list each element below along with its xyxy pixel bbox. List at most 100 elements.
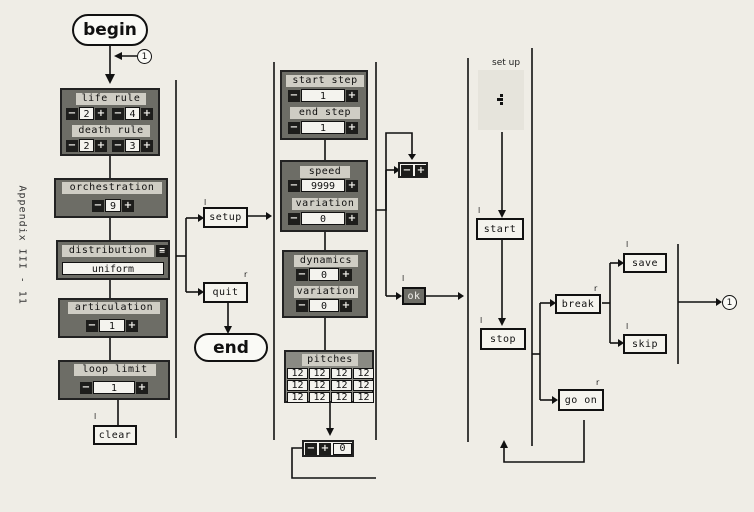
pitch-stepper-plus[interactable]: + xyxy=(319,443,331,455)
variation-1-value: 0 xyxy=(301,212,345,225)
pitch-cell[interactable]: 12 xyxy=(331,368,352,379)
variation-1-plus[interactable]: + xyxy=(346,213,358,225)
pitch-cell[interactable]: 12 xyxy=(353,368,374,379)
end-terminal: end xyxy=(194,333,268,362)
death-rule-value-1: 2 xyxy=(79,139,94,152)
start-step-value: 1 xyxy=(301,89,345,102)
setup-area xyxy=(478,70,524,130)
life-rule-plus-2[interactable]: + xyxy=(141,108,153,120)
articulation-title: articulation xyxy=(68,302,160,314)
start-step-plus[interactable]: + xyxy=(346,90,358,102)
articulation-minus[interactable]: − xyxy=(86,320,98,332)
dynamics-title: dynamics xyxy=(294,255,358,267)
start-button[interactable]: start xyxy=(476,218,524,240)
clear-l-mark: l xyxy=(94,412,97,421)
end-step-title: end step xyxy=(290,107,360,119)
death-rule-minus-2[interactable]: − xyxy=(112,140,124,152)
orchestration-title: orchestration xyxy=(62,182,162,194)
orchestration-plus[interactable]: + xyxy=(122,200,134,212)
loop-limit-title: loop limit xyxy=(74,364,156,376)
life-rule-minus-1[interactable]: − xyxy=(66,108,78,120)
start-step-title: start step xyxy=(286,75,364,87)
pitch-cell[interactable]: 12 xyxy=(287,392,308,403)
go-on-r-mark: r xyxy=(596,378,600,387)
variation-2-title: variation xyxy=(294,286,358,298)
orchestration-minus[interactable]: − xyxy=(92,200,104,212)
step-stepper-minus[interactable]: − xyxy=(401,165,413,177)
loop-limit-minus[interactable]: − xyxy=(80,382,92,394)
go-on-button[interactable]: go on xyxy=(558,389,604,411)
step-panel: start step − 1 + end step − 1 + xyxy=(280,70,368,140)
dynamics-plus[interactable]: + xyxy=(340,269,352,281)
save-button[interactable]: save xyxy=(623,253,667,273)
speed-value: 9999 xyxy=(301,179,345,192)
loop-limit-panel: loop limit − 1 + xyxy=(58,360,170,400)
life-rule-title: life rule xyxy=(76,93,146,105)
life-rule-minus-2[interactable]: − xyxy=(112,108,124,120)
death-rule-plus-2[interactable]: + xyxy=(141,140,153,152)
life-rule-value-2: 4 xyxy=(125,107,140,120)
distribution-menu-icon[interactable]: ≡ xyxy=(156,245,168,257)
pitch-cell[interactable]: 12 xyxy=(309,380,330,391)
distribution-title: distribution xyxy=(62,245,154,257)
end-step-plus[interactable]: + xyxy=(346,122,358,134)
pitch-cell[interactable]: 12 xyxy=(287,380,308,391)
skip-button[interactable]: skip xyxy=(623,334,667,354)
setup-l-mark: l xyxy=(204,198,207,207)
death-rule-value-2: 3 xyxy=(125,139,140,152)
pitch-cell[interactable]: 12 xyxy=(287,368,308,379)
save-l-mark: l xyxy=(626,240,629,249)
pitch-cell[interactable]: 12 xyxy=(331,380,352,391)
ok-l-mark: l xyxy=(402,274,405,283)
speed-plus[interactable]: + xyxy=(346,180,358,192)
life-rule-plus-1[interactable]: + xyxy=(95,108,107,120)
ok-button[interactable]: ok xyxy=(402,287,426,305)
pitch-cell[interactable]: 12 xyxy=(331,392,352,403)
dynamics-value: 0 xyxy=(309,268,339,281)
step-stepper-plus[interactable]: + xyxy=(415,165,427,177)
variation-2-minus[interactable]: − xyxy=(296,300,308,312)
speed-minus[interactable]: − xyxy=(288,180,300,192)
pitch-stepper-minus[interactable]: − xyxy=(305,443,317,455)
dynamics-panel: dynamics − 0 + variation − 0 + xyxy=(282,250,368,318)
articulation-plus[interactable]: + xyxy=(126,320,138,332)
pitch-cell[interactable]: 12 xyxy=(353,380,374,391)
start-l-mark: l xyxy=(478,206,481,215)
begin-terminal: begin xyxy=(72,14,148,46)
death-rule-minus-1[interactable]: − xyxy=(66,140,78,152)
pitch-stepper-value: 0 xyxy=(333,443,352,455)
death-rule-title: death rule xyxy=(72,125,150,137)
pitch-cell[interactable]: 12 xyxy=(353,392,374,403)
dynamics-minus[interactable]: − xyxy=(296,269,308,281)
stop-button[interactable]: stop xyxy=(480,328,526,350)
pitch-cell[interactable]: 12 xyxy=(309,368,330,379)
stop-l-mark: l xyxy=(480,316,483,325)
pitches-title: pitches xyxy=(302,354,358,366)
quit-button[interactable]: quit xyxy=(203,282,248,303)
connector-1-out: 1 xyxy=(722,295,737,310)
start-step-minus[interactable]: − xyxy=(288,90,300,102)
orchestration-value: 9 xyxy=(105,199,121,212)
pitch-cell[interactable]: 12 xyxy=(309,392,330,403)
death-rule-plus-1[interactable]: + xyxy=(95,140,107,152)
articulation-value: 1 xyxy=(99,319,125,332)
variation-1-title: variation xyxy=(292,198,358,210)
loop-limit-value: 1 xyxy=(93,381,135,394)
speed-panel: speed − 9999 + variation − 0 + xyxy=(280,160,368,232)
distribution-panel: distribution ≡ uniform xyxy=(56,240,170,280)
distribution-value[interactable]: uniform xyxy=(62,262,164,275)
variation-1-minus[interactable]: − xyxy=(288,213,300,225)
setup-button[interactable]: setup xyxy=(203,207,248,228)
orchestration-panel: orchestration − 9 + xyxy=(54,178,168,218)
loop-limit-plus[interactable]: + xyxy=(136,382,148,394)
end-step-value: 1 xyxy=(301,121,345,134)
variation-2-plus[interactable]: + xyxy=(340,300,352,312)
setup-caption: set up xyxy=(492,58,521,68)
break-button[interactable]: break xyxy=(555,294,601,314)
clear-button[interactable]: clear xyxy=(93,425,137,445)
end-step-minus[interactable]: − xyxy=(288,122,300,134)
rules-panel: life rule − 2 + − 4 + death rule − 2 + −… xyxy=(60,88,160,156)
